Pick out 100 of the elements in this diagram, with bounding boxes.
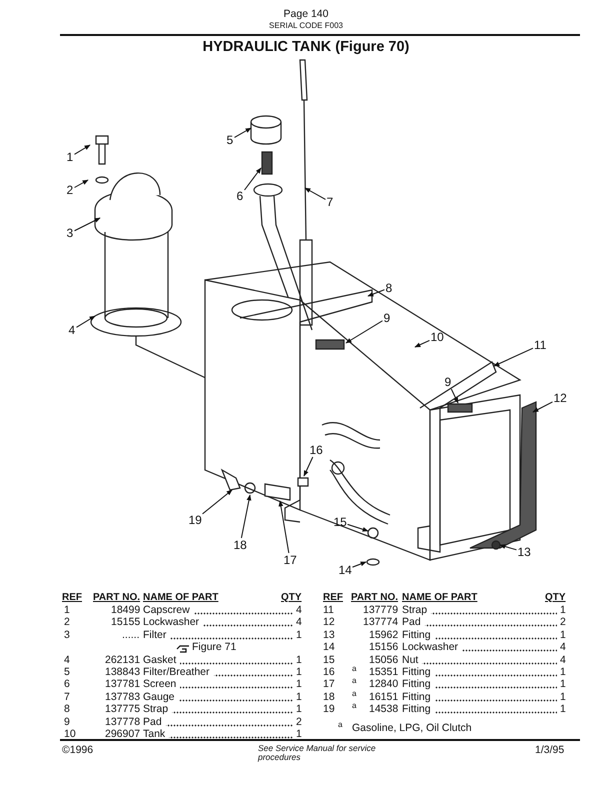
- part-name: Fitting: [402, 704, 557, 716]
- ref-number: 9: [64, 716, 70, 728]
- quantity: 1: [296, 679, 302, 691]
- ref-number: 11: [323, 605, 334, 617]
- quantity: 1: [560, 605, 566, 617]
- column-header: PART NO.: [351, 592, 398, 603]
- column-header: QTY: [545, 592, 566, 603]
- callout-number: 7: [326, 195, 334, 209]
- part-number: 15351: [369, 667, 398, 679]
- callout-number: 16: [308, 443, 324, 457]
- part-number: 137783: [105, 692, 140, 704]
- callout-number: 17: [282, 553, 298, 567]
- part-name: Fitting: [402, 692, 557, 704]
- leader-line: [499, 544, 517, 550]
- part-name: Capscrew: [143, 605, 293, 617]
- ref-number: 15: [323, 654, 335, 666]
- column-header: QTY: [281, 592, 302, 603]
- leader-line: [450, 388, 458, 404]
- column-header: PART NO.: [93, 592, 140, 603]
- part-name: Fitting: [402, 679, 557, 691]
- part-name: Gauge: [143, 692, 293, 704]
- callout-number: 18: [232, 538, 248, 552]
- ref-number: 19: [323, 704, 335, 716]
- quantity: 4: [296, 617, 302, 629]
- part-number: 137779: [363, 605, 398, 617]
- column-header: NAME OF PART: [143, 592, 218, 603]
- quantity: 1: [560, 679, 566, 691]
- part-number: 12840: [369, 679, 398, 691]
- leader-line: [347, 524, 369, 532]
- quantity: 1: [560, 704, 566, 716]
- leader-line: [352, 562, 367, 568]
- leader-line: [202, 490, 232, 514]
- leader-line: [532, 401, 553, 412]
- leader-line: [76, 316, 96, 328]
- quantity: 4: [296, 605, 302, 617]
- ref-number: 6: [64, 679, 70, 691]
- quantity: 1: [296, 704, 302, 716]
- callout-number: 15: [332, 515, 348, 529]
- callout-number: 14: [338, 563, 353, 577]
- footnote-mark: a: [352, 702, 356, 711]
- callout-number: 9: [382, 311, 392, 325]
- callout-number: 6: [236, 189, 244, 203]
- footnote-mark: a: [338, 720, 342, 730]
- part-number: 137778: [105, 716, 140, 728]
- page-title: HYDRAULIC TANK (Figure 70): [202, 40, 410, 56]
- quantity: 4: [560, 654, 566, 666]
- leader-line: [304, 456, 314, 477]
- page-number: Page 140: [282, 9, 330, 21]
- quantity: 4: [560, 642, 566, 654]
- part-name: Nut: [402, 654, 557, 666]
- part-name: Pad: [143, 716, 293, 728]
- revision-date: 1/3/95: [535, 745, 564, 757]
- ref-number: 4: [64, 654, 70, 666]
- column-header: NAME OF PART: [402, 592, 478, 603]
- part-number: 18499: [111, 605, 140, 617]
- part-name: Filter: [143, 630, 293, 642]
- quantity: 2: [560, 617, 566, 629]
- footnote-mark: a: [352, 665, 356, 674]
- quantity: 1: [296, 630, 302, 642]
- leader-line: [493, 348, 534, 366]
- figure-reference: Figure 71: [192, 642, 236, 654]
- leader-line: [240, 494, 252, 538]
- part-name: Lockwasher: [402, 642, 557, 654]
- part-name: Screen: [143, 679, 293, 691]
- footnote-mark: a: [352, 677, 356, 686]
- ref-number: 3: [64, 630, 70, 642]
- callout-number: 13: [516, 545, 532, 559]
- ref-number: 14: [323, 642, 335, 654]
- service-note: See Service Manual for service procedures: [258, 744, 377, 763]
- part-name: Pad: [402, 617, 557, 629]
- part-name: Lockwasher: [143, 617, 293, 629]
- part-name: Strap: [143, 704, 293, 716]
- ref-number: 2: [64, 617, 70, 629]
- callout-number: 9: [444, 375, 452, 389]
- part-number: 262131: [105, 654, 140, 666]
- quantity: 1: [296, 654, 302, 666]
- footnote-text: Gasoline, LPG, Oil Clutch: [352, 722, 472, 734]
- callout-number: 8: [384, 281, 394, 295]
- quantity: 1: [560, 667, 566, 679]
- quantity: 1: [296, 667, 302, 679]
- part-number: 16151: [369, 692, 398, 704]
- callout-number: 12: [552, 391, 568, 405]
- part-number: 137774: [363, 617, 398, 629]
- part-name: Fitting: [402, 630, 557, 642]
- ref-number: 8: [64, 704, 70, 716]
- leader-line: [234, 128, 252, 138]
- part-number: 15156: [369, 642, 398, 654]
- callout-number: 10: [430, 330, 445, 344]
- part-number: 137775: [105, 704, 140, 716]
- ref-number: 12: [323, 617, 335, 629]
- leader-line: [367, 289, 385, 296]
- leader-line: [414, 340, 430, 348]
- quantity: 1: [296, 692, 302, 704]
- quantity: 1: [560, 630, 566, 642]
- quantity: 2: [296, 716, 302, 728]
- ref-number: 16: [323, 667, 335, 679]
- part-number: 15056: [369, 654, 398, 666]
- leader-line: [346, 320, 383, 344]
- copyright-notice: ©1996: [62, 745, 94, 757]
- ref-number: 18: [323, 692, 335, 704]
